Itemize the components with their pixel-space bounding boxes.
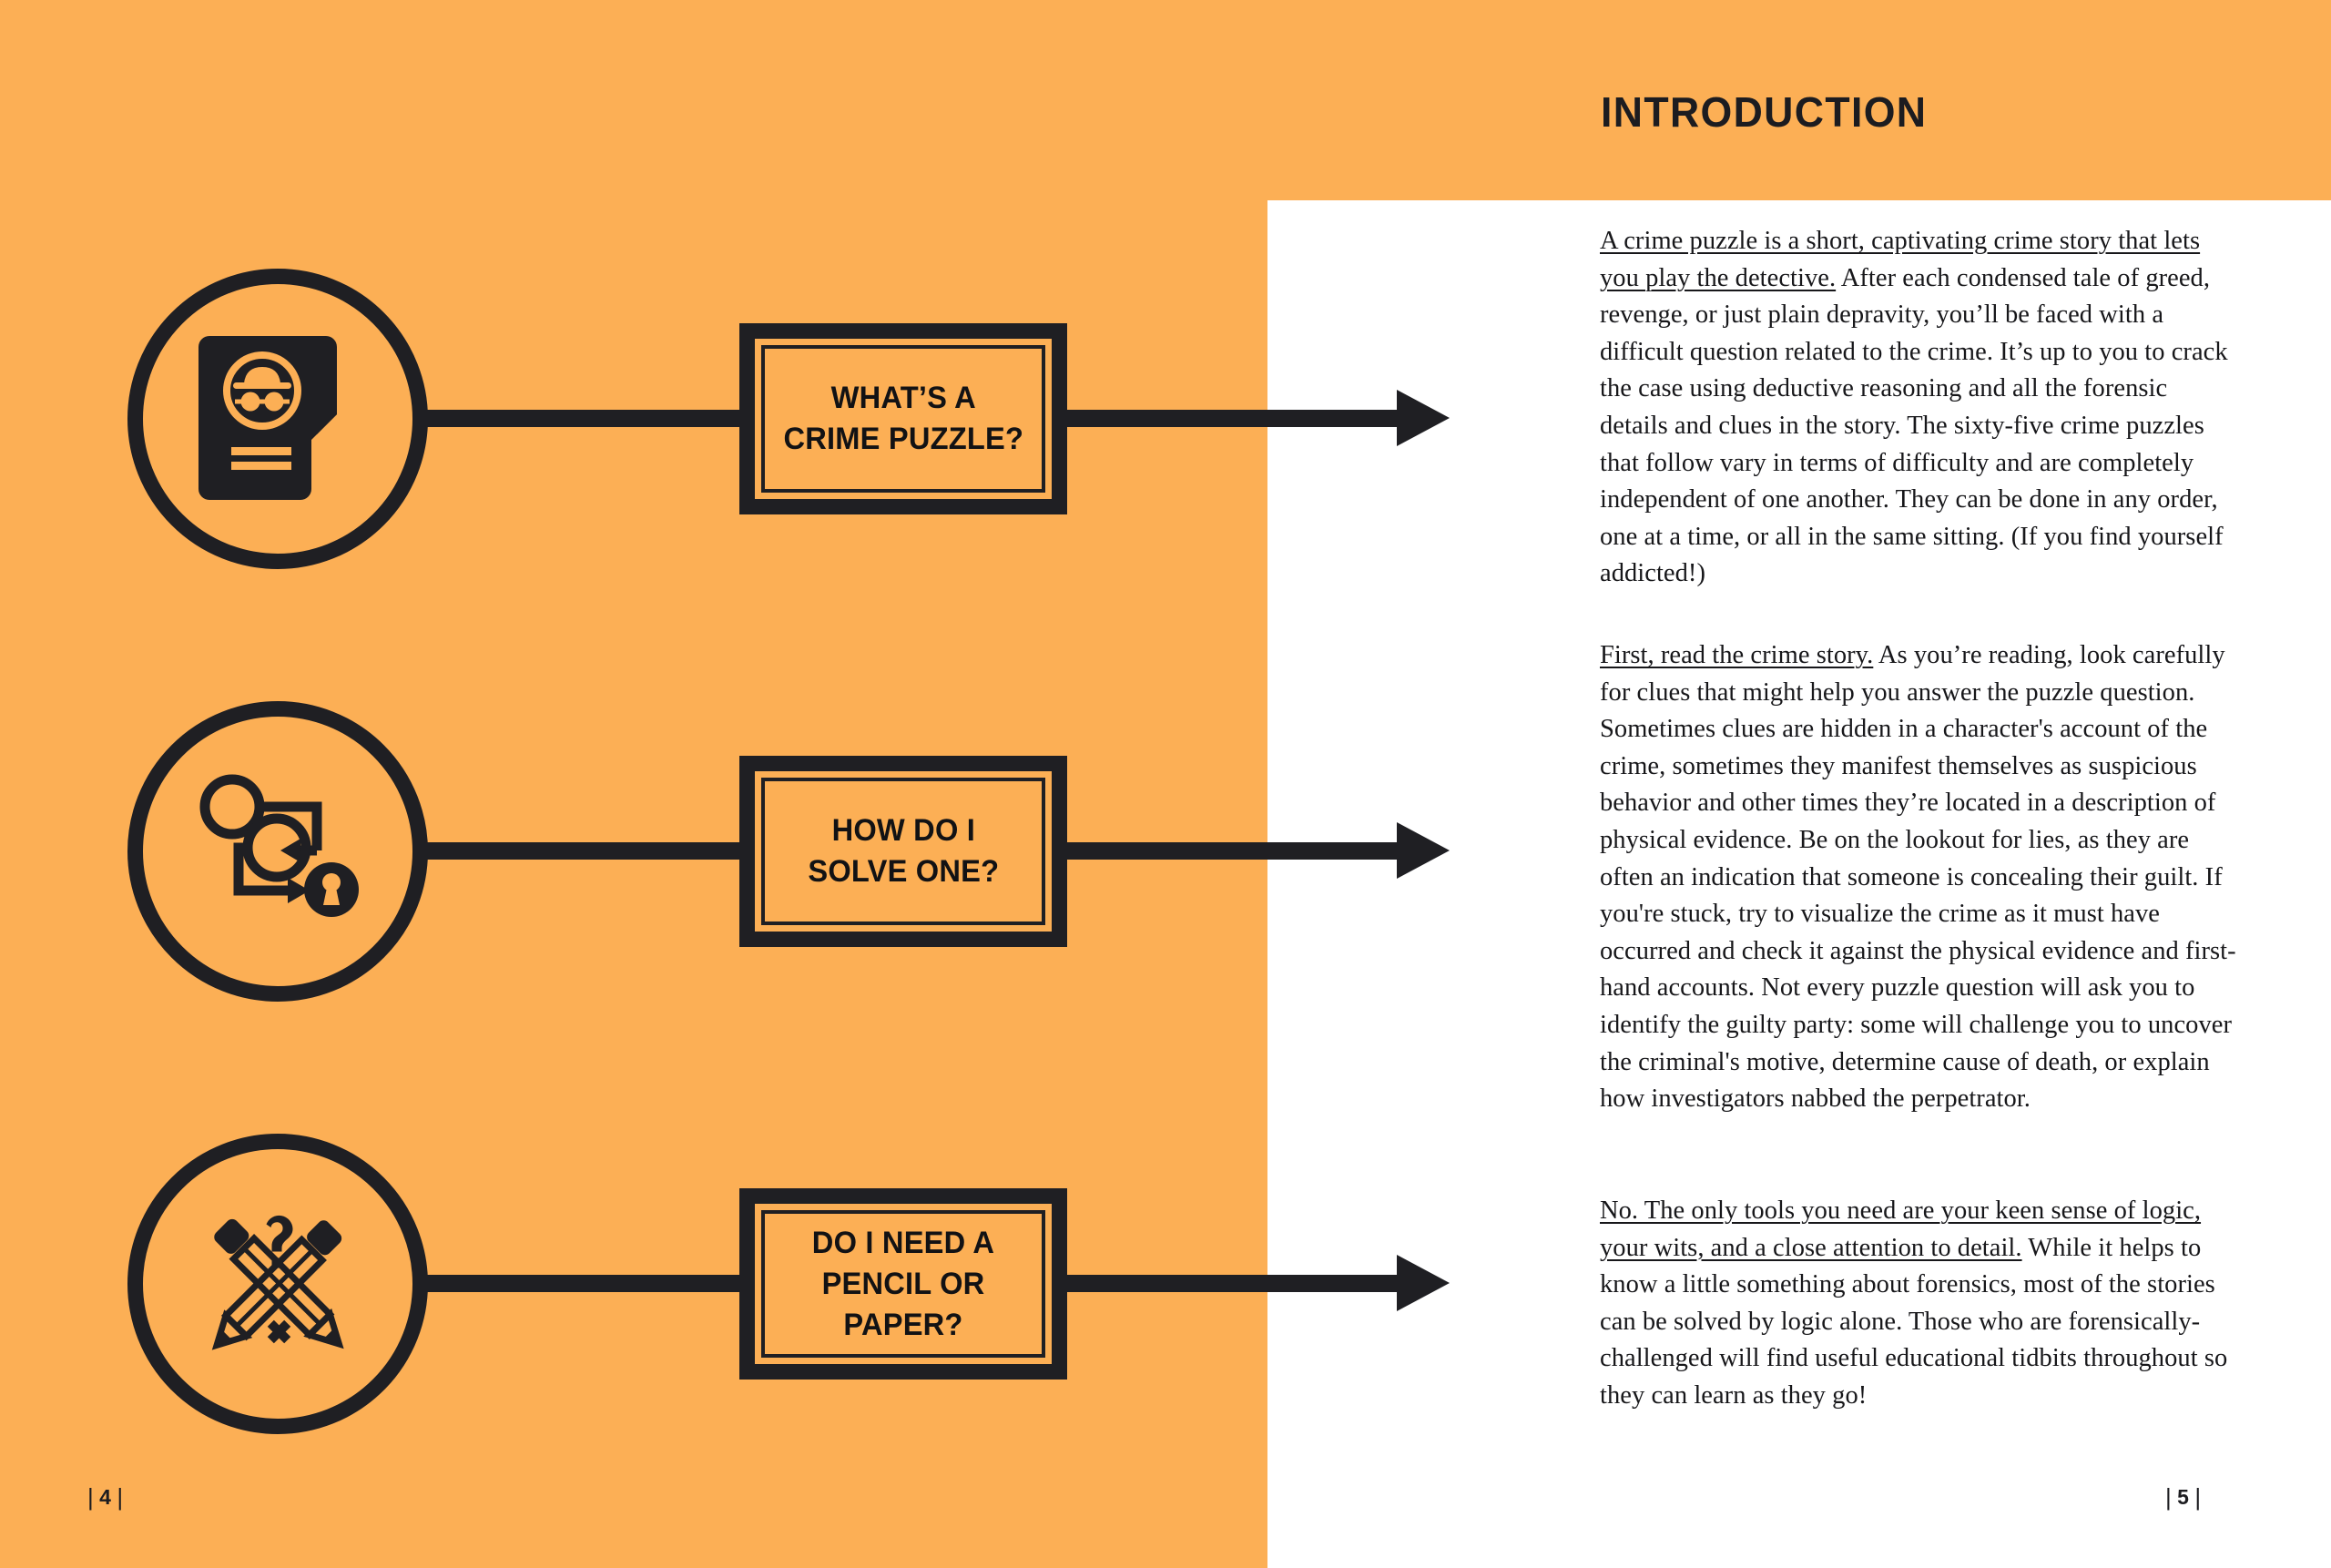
- intro-paragraph-1: A crime puzzle is a short, captivating c…: [1600, 223, 2237, 593]
- arrow-shaft: [1062, 1275, 1406, 1292]
- connector-line-row-2: [422, 842, 745, 860]
- question-line-1: WHAT’S A: [830, 381, 976, 415]
- arrow-row-2: [1062, 822, 1450, 879]
- intro-paragraph-3: No. The only tools you need are your kee…: [1600, 1193, 2237, 1415]
- page-number-bar-left: |: [2165, 1483, 2172, 1511]
- arrow-head-icon: [1397, 1255, 1450, 1311]
- crossed-pencils-question-icon: [127, 1134, 428, 1434]
- question-line-2: SOLVE ONE?: [808, 854, 999, 889]
- flowchart-keyhole-icon: [127, 701, 428, 1002]
- page-number-left-value: 4: [99, 1485, 111, 1509]
- connector-line-row-3: [422, 1275, 745, 1292]
- arrow-head-icon: [1397, 822, 1450, 879]
- page-number-bar-right: |: [2194, 1483, 2202, 1511]
- orange-top-band: [1267, 0, 2331, 200]
- question-box-whats-a-crime-puzzle[interactable]: WHAT’S A CRIME PUZZLE?: [739, 323, 1067, 514]
- paragraph-2-lead: First, read the crime story.: [1600, 641, 1874, 669]
- question-line-1: DO I NEED A: [811, 1225, 995, 1260]
- arrow-head-icon: [1397, 390, 1450, 446]
- arrow-row-3: [1062, 1255, 1450, 1311]
- question-box-label: HOW DO I SOLVE ONE?: [808, 810, 999, 892]
- page-number-bar-left: |: [87, 1483, 94, 1511]
- question-line-2: PENCIL OR PAPER?: [821, 1266, 985, 1342]
- paragraph-3-rest: While it helps to know a little somethin…: [1600, 1233, 2228, 1410]
- flow-row-whats-a-crime-puzzle: WHAT’S A CRIME PUZZLE?: [0, 269, 2331, 569]
- question-box-how-do-i-solve-one[interactable]: HOW DO I SOLVE ONE?: [739, 756, 1067, 947]
- page-number-right-value: 5: [2177, 1485, 2189, 1509]
- page-number-left: | 4 |: [87, 1482, 123, 1511]
- question-line-1: HOW DO I: [831, 813, 975, 848]
- arrow-shaft: [1062, 842, 1406, 860]
- arrow-row-1: [1062, 390, 1450, 446]
- question-line-2: CRIME PUZZLE?: [783, 422, 1023, 456]
- question-box-label: DO I NEED A PENCIL OR PAPER?: [769, 1223, 1037, 1346]
- question-box-do-i-need-a-pencil-or-paper[interactable]: DO I NEED A PENCIL OR PAPER?: [739, 1188, 1067, 1380]
- paragraph-1-lead: A crime puzzle is a short, captivating c…: [1600, 227, 2201, 292]
- question-box-label: WHAT’S A CRIME PUZZLE?: [783, 378, 1023, 460]
- page-title: INTRODUCTION: [1601, 88, 1928, 136]
- page-number-right: | 5 |: [2165, 1482, 2201, 1511]
- paragraph-2-rest: As you’re reading, look carefully for cl…: [1600, 641, 2236, 1114]
- connector-line-row-1: [422, 410, 745, 427]
- page-number-bar-right: |: [117, 1483, 124, 1511]
- flow-row-do-i-need-a-pencil-or-paper: DO I NEED A PENCIL OR PAPER?: [0, 1134, 2331, 1434]
- paragraph-3-lead: No. The only tools you need are your kee…: [1600, 1196, 2202, 1262]
- crime-file-detective-icon: [127, 269, 428, 569]
- arrow-shaft: [1062, 410, 1406, 427]
- intro-paragraph-2: First, read the crime story. As you’re r…: [1600, 637, 2237, 1118]
- paragraph-1-rest: After each condensed tale of greed, reve…: [1600, 263, 2228, 588]
